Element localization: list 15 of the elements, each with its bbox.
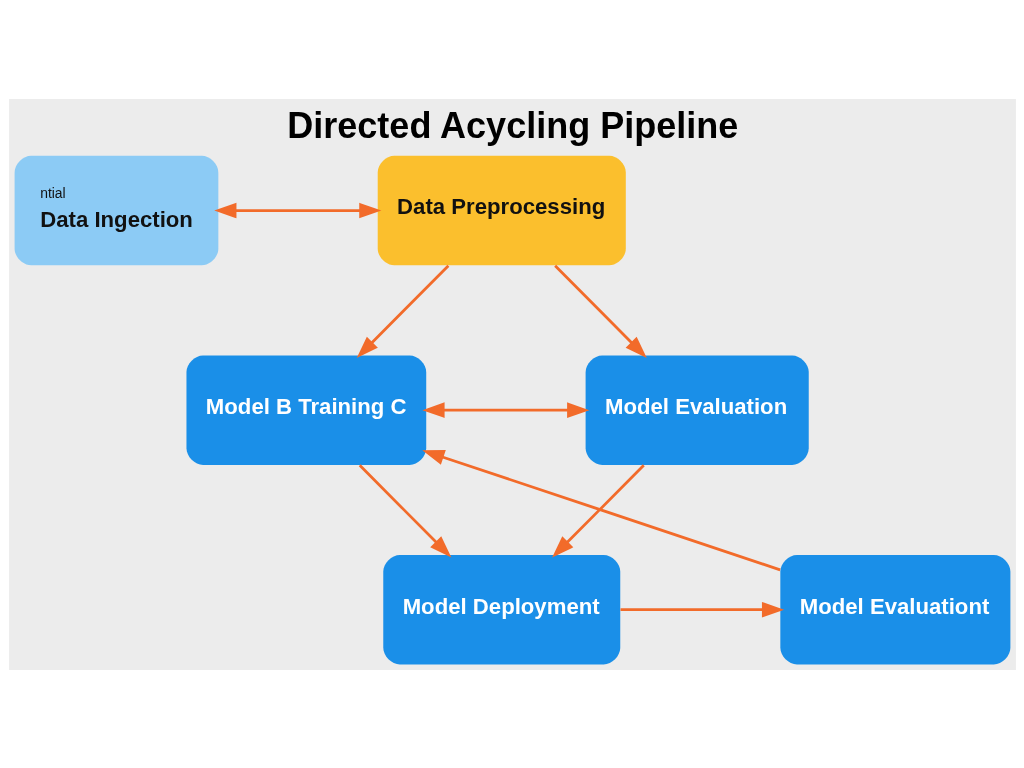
node-box: Model Deployment <box>382 554 620 664</box>
arrow <box>421 401 589 418</box>
arrow <box>421 449 781 571</box>
arrow <box>620 601 784 617</box>
arrow <box>356 264 449 358</box>
node-box: ntial Data Ingection <box>14 155 218 265</box>
arrow <box>213 202 381 218</box>
node-box: Model B Training C <box>185 354 426 465</box>
node-box: Model Evaluationt <box>779 554 1010 664</box>
diagram-title: Directed Acycling Pipeline <box>286 104 738 146</box>
arrow <box>358 463 451 558</box>
arrow <box>551 463 645 558</box>
arrow <box>553 264 647 358</box>
node-box: Model Evaluation <box>585 354 809 465</box>
node-box: Data Preprocessing <box>377 155 626 265</box>
